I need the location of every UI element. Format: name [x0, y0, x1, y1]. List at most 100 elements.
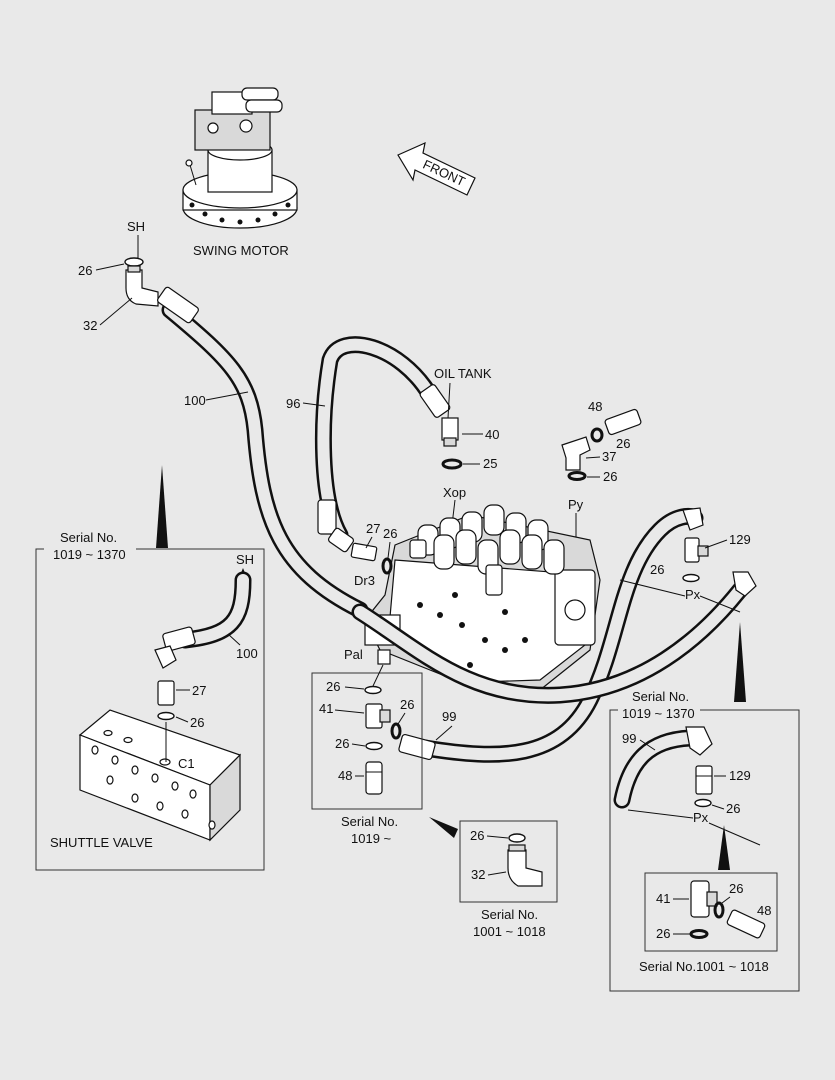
right-inset-arrow [734, 622, 746, 702]
c1-port-label: C1 [178, 756, 195, 771]
part-27-inset: 27 [192, 683, 206, 698]
right-sub-serial: Serial No.1001 ~ 1018 [639, 959, 769, 974]
fitting-129-inset [695, 765, 713, 795]
part-26-inset: 26 [190, 715, 204, 730]
front-arrow [397, 141, 476, 196]
fitting-27-dr3 [350, 542, 378, 562]
xop-port-label: Xop [443, 485, 466, 500]
elbow-37 [561, 436, 591, 471]
part-37: 37 [602, 449, 616, 464]
part-26-py: 26 [603, 469, 617, 484]
part-26-s1001: 26 [470, 828, 484, 843]
hose-99 [398, 507, 704, 763]
o-ring-26-sub1 [713, 901, 725, 919]
o-ring-26-inset-px [694, 798, 712, 808]
part-100-main: 100 [184, 393, 206, 408]
o-ring-26-inset [157, 711, 175, 721]
main-control-valve [364, 504, 601, 691]
pal-inset-frame [311, 672, 423, 810]
fitting-27-inset [157, 680, 175, 706]
oil-tank-label: OIL TANK [434, 366, 492, 381]
part-48-sub: 48 [757, 903, 771, 918]
o-ring-26-py [567, 471, 587, 481]
o-ring-26-dr3 [381, 557, 393, 575]
px-port-label: Px [685, 587, 701, 602]
part-40: 40 [485, 427, 499, 442]
tee-41-pal [365, 703, 391, 729]
pal-port-label: Pal [344, 647, 363, 662]
left-inset-arrow [156, 465, 168, 548]
fitting-48-sub [726, 909, 766, 939]
part-48-pal: 48 [338, 768, 352, 783]
py-port-label: Py [568, 497, 584, 512]
o-ring-26-s1001 [508, 833, 526, 843]
part-100-inset: 100 [236, 646, 258, 661]
part-26-pal1: 26 [326, 679, 340, 694]
part-26-dr3: 26 [383, 526, 397, 541]
mid-serial-line1: Serial No. [481, 907, 538, 922]
right-sub-inset-arrow [718, 825, 730, 870]
part-41-pal: 41 [319, 701, 333, 716]
hose-96 [314, 336, 451, 544]
part-26-inset-px: 26 [726, 801, 740, 816]
mid-inset-arrow [429, 817, 458, 838]
tee-41-sub [690, 880, 718, 918]
o-ring-26-motor [124, 257, 144, 267]
fitting-129-main [684, 537, 709, 563]
part-26-pal2: 26 [400, 697, 414, 712]
o-ring-26-sub2 [689, 929, 709, 939]
part-99-main: 99 [442, 709, 456, 724]
hose-pilot-px [351, 571, 757, 704]
part-129-inset: 129 [729, 768, 751, 783]
dr3-port-label: Dr3 [354, 573, 375, 588]
part-27-main: 27 [366, 521, 380, 536]
part-26-sub1: 26 [729, 881, 743, 896]
left-serial-line2: 1019 ~ 1370 [53, 547, 126, 562]
hose-100-inset [154, 571, 252, 669]
pal-serial-line2: 1019 ~ [351, 831, 392, 846]
hose-96-end [327, 527, 355, 553]
swing-motor-label: SWING MOTOR [193, 243, 289, 258]
part-41-sub: 41 [656, 891, 670, 906]
part-32-s1001: 32 [471, 867, 485, 882]
part-25: 25 [483, 456, 497, 471]
hose-99-inset [613, 726, 713, 809]
left-serial-line1: Serial No. [60, 530, 117, 545]
o-ring-26-pal2 [390, 722, 402, 740]
right-inset-frame [609, 709, 800, 992]
part-26-pal3: 26 [335, 736, 349, 751]
left-inset-frame [35, 548, 265, 871]
shuttle-valve-label: SHUTTLE VALVE [50, 835, 153, 850]
fitting-48-pal [365, 761, 383, 795]
sh-port-label: SH [127, 219, 145, 234]
o-ring-26-top [590, 427, 604, 443]
o-ring-26-pal3 [365, 741, 383, 751]
part-26-sub2: 26 [656, 926, 670, 941]
swing-motor [182, 87, 298, 229]
o-ring-26-pal1 [364, 685, 382, 695]
mid-inset-frame [459, 820, 558, 903]
o-ring-26-px [682, 573, 700, 583]
shuttle-valve-block [78, 709, 242, 842]
elbow-32-motor [125, 265, 159, 307]
right-sub-inset-frame [644, 872, 778, 952]
fitting-40 [441, 417, 459, 447]
right-serial-line2: 1019 ~ 1370 [622, 706, 695, 721]
px-inset-label: Px [693, 810, 709, 825]
mid-serial-line2: 1001 ~ 1018 [473, 924, 546, 939]
right-serial-line1: Serial No. [632, 689, 689, 704]
pal-serial-line1: Serial No. [341, 814, 398, 829]
part-129-main: 129 [729, 532, 751, 547]
fitting-48-top [604, 408, 642, 436]
hose-100 [157, 286, 369, 619]
part-26-motor: 26 [78, 263, 92, 278]
part-48-top: 48 [588, 399, 602, 414]
o-ring-25 [441, 458, 463, 470]
part-32-motor: 32 [83, 318, 97, 333]
part-99-inset: 99 [622, 731, 636, 746]
part-26-px: 26 [650, 562, 664, 577]
part-96: 96 [286, 396, 300, 411]
part-26-top: 26 [616, 436, 630, 451]
sh-inset-label: SH [236, 552, 254, 567]
